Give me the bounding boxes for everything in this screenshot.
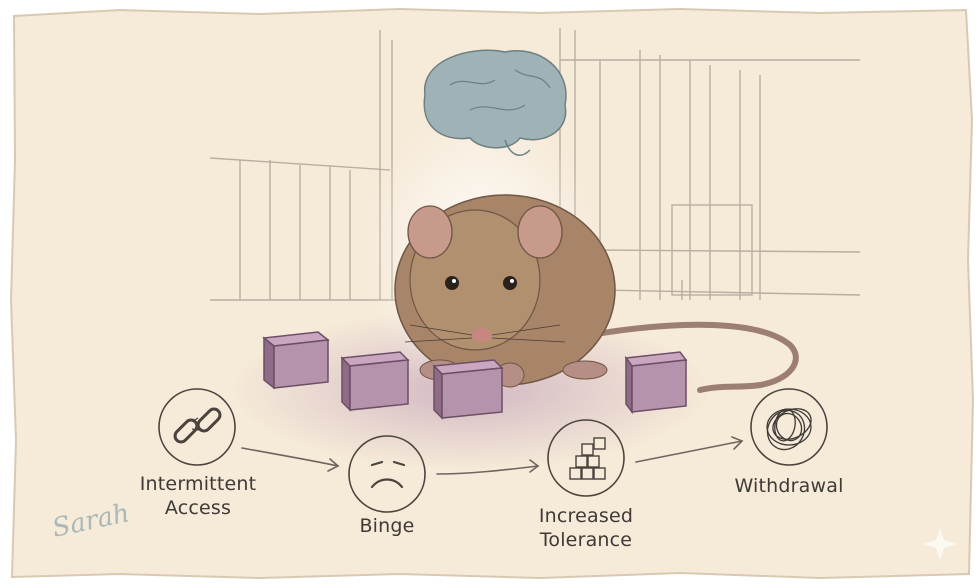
step-circle-4 xyxy=(750,388,828,466)
step-circle-2 xyxy=(348,435,426,513)
stacked-cubes-icon xyxy=(569,437,606,480)
tangled-scribble-icon xyxy=(766,408,812,451)
arrow-1 xyxy=(241,447,339,467)
step-label-binge: Binge xyxy=(359,515,415,537)
step-label-withdrawal: Withdrawal xyxy=(734,475,844,497)
broken-chain-icon xyxy=(173,407,222,444)
arrow-2 xyxy=(436,465,539,475)
brain-icon xyxy=(423,49,567,156)
sparkle-icon xyxy=(924,528,956,560)
flow-arrows xyxy=(241,436,744,475)
cube-3 xyxy=(432,359,504,420)
step-label-intermittent-access: Intermittent Access xyxy=(139,473,257,519)
sad-face-icon xyxy=(370,460,406,489)
cube-2 xyxy=(340,351,410,412)
step-label-increased-tolerance: Increased Tolerance xyxy=(538,505,634,551)
cube-1 xyxy=(262,331,330,390)
rat xyxy=(394,194,616,388)
sugar-cubes xyxy=(262,331,688,420)
rat-tail xyxy=(587,321,799,393)
step-circle-1 xyxy=(158,388,236,466)
cube-4 xyxy=(624,351,688,415)
arrow-3 xyxy=(635,440,743,463)
step-circle-3 xyxy=(547,419,625,497)
